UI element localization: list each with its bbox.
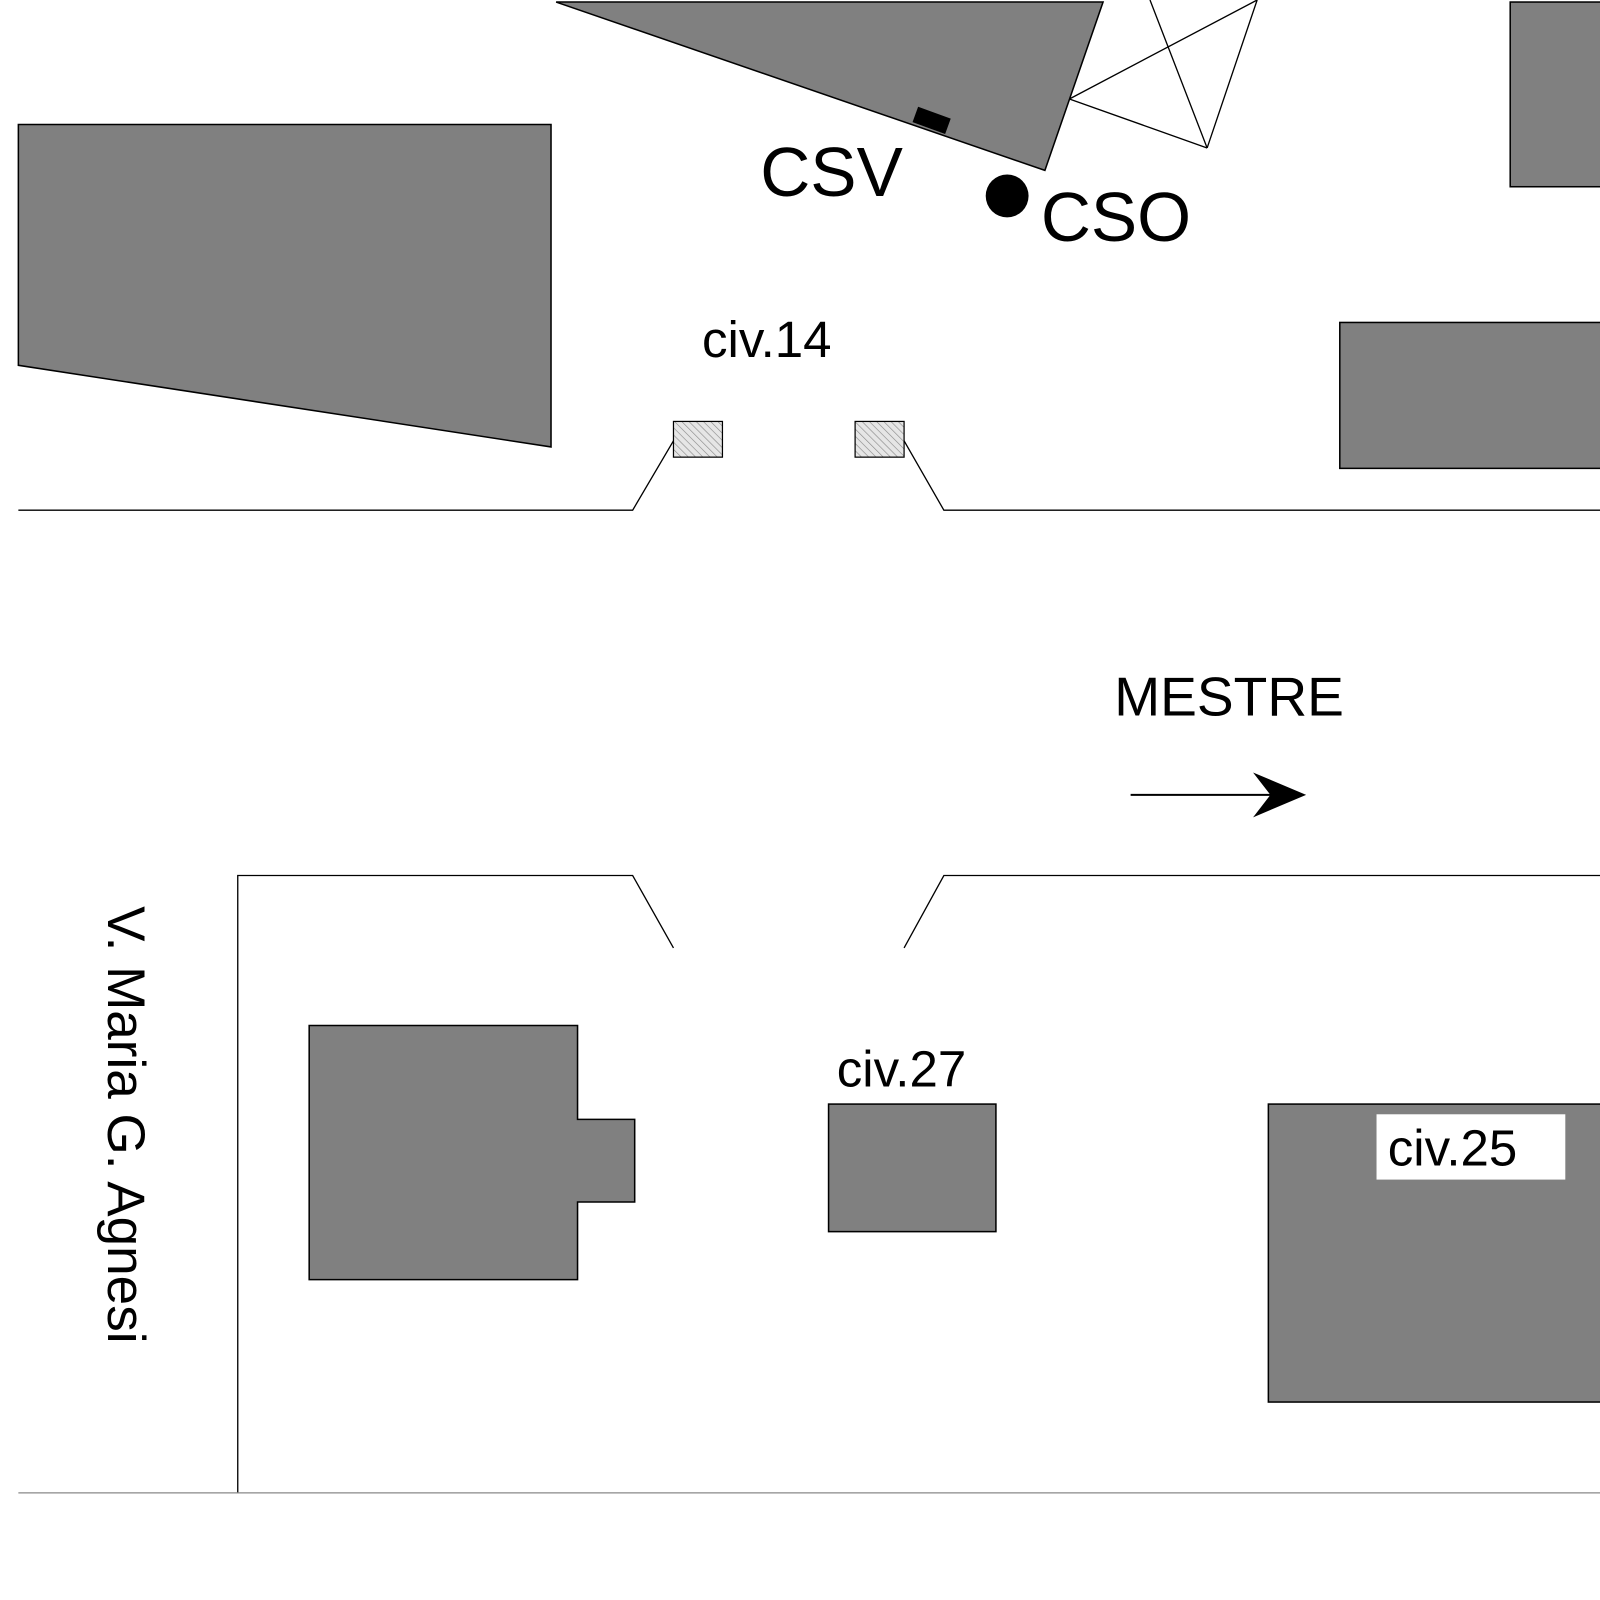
direction-arrow [1130, 772, 1307, 818]
building-top-right [1509, 1, 1600, 188]
building-top-center [555, 1, 1105, 172]
label-csv: CSV [760, 133, 903, 211]
building-top-left [17, 123, 552, 448]
label-direction: MESTRE [1114, 665, 1344, 727]
label-civ25: civ.25 [1388, 1119, 1517, 1176]
building-bottom-left [308, 1024, 636, 1281]
csv-marker [912, 106, 951, 135]
gate-pillar-right [854, 420, 905, 458]
label-civ14: civ.14 [702, 311, 831, 368]
street-name: V. Maria G. Agnesi [96, 906, 155, 1343]
road-edges [18, 440, 1600, 1494]
label-cso: CSO [1041, 178, 1191, 256]
civ25-label-bg [1376, 1114, 1566, 1180]
building-civ27 [827, 1103, 997, 1233]
building-right-mid [1339, 321, 1600, 470]
crossed-structure [1069, 0, 1258, 149]
gate-pillar-left [672, 420, 724, 458]
cso-marker [985, 174, 1029, 218]
label-civ27: civ.27 [837, 1041, 966, 1098]
